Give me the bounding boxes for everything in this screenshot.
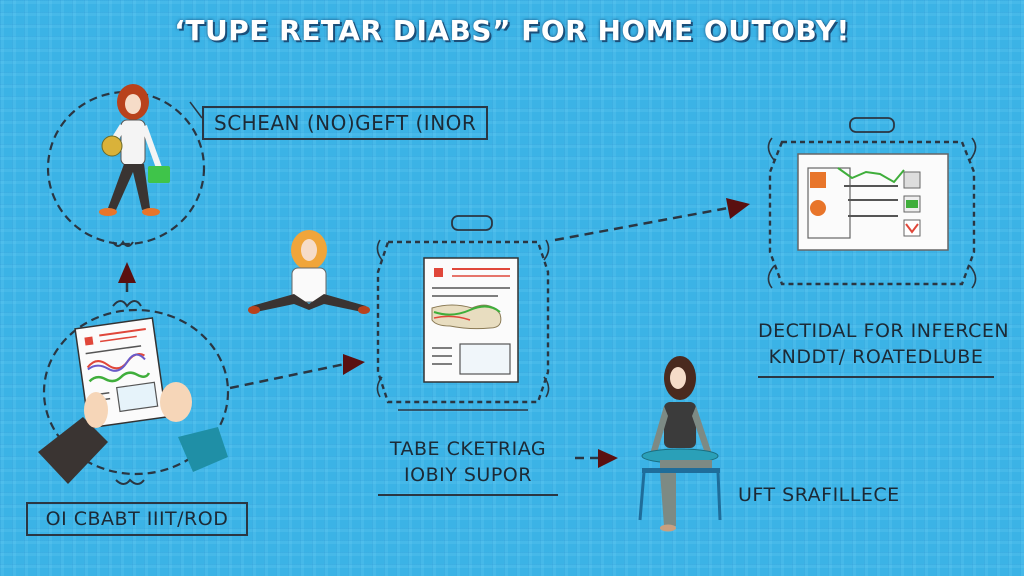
node-woman-seated-chair <box>620 350 740 535</box>
node-dashboard-screen <box>752 112 992 302</box>
dashboard-chart-icon <box>767 117 977 289</box>
label-center-document-line-2: IOBIY SUPOR <box>404 464 532 486</box>
label-woman-seated-chair: UFT SRAFILLECE <box>738 484 900 506</box>
arrow-up-right-icon <box>726 198 750 219</box>
arrow-up-icon <box>118 262 136 283</box>
woman-walking-with-bag-icon <box>46 84 206 247</box>
hands-holding-report-icon <box>38 300 230 485</box>
label-hands-document: OI CBABT IIIT/ROD <box>26 502 248 536</box>
label-center-document-line-1: TABE CKETRIAG <box>389 438 547 460</box>
label-woman-walking: SCHEAN (NO)GEFT (INOR <box>202 106 489 140</box>
label-dashboard-screen: DECTIDAL FOR INFERCEN KNDDT/ ROATEDLUBE <box>758 318 1010 378</box>
arrow-right-icon <box>343 354 365 375</box>
node-hands-document <box>28 292 238 492</box>
label-dashboard-line-1: DECTIDAL FOR INFERCEN <box>758 320 1010 342</box>
woman-sitting-cross-legged-icon <box>248 230 370 314</box>
label-center-document: TABE CKETRIAG IOBIY SUPOR <box>378 436 558 496</box>
node-woman-sitting-floor <box>244 228 374 318</box>
woman-seated-with-tablet-icon <box>638 356 722 532</box>
report-document-icon <box>376 215 550 411</box>
node-center-document <box>368 212 558 422</box>
arrow-right-small-icon <box>598 449 618 468</box>
node-woman-walking <box>38 80 218 260</box>
infographic-title: ‘TUPE RETAR DIABS” FOR HOME OUTOBY! <box>174 14 850 47</box>
label-dashboard-line-2: KNDDT/ ROATEDLUBE <box>768 346 984 368</box>
